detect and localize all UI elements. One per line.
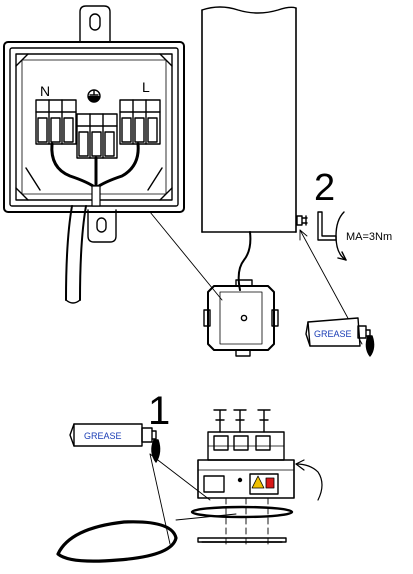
step-1-number: 1 <box>148 389 170 433</box>
leader-line-box <box>149 211 223 301</box>
pole-cable <box>237 231 252 291</box>
insert-arrow <box>295 463 323 501</box>
terminal-label-l: L <box>142 79 150 95</box>
grease-label-2: GREASE <box>314 329 352 339</box>
cable-gland <box>91 185 101 207</box>
terminal-label-n: N <box>40 83 50 99</box>
terminal-block-left <box>35 99 77 145</box>
grease-tube-2 <box>305 317 375 357</box>
rotation-arrow-icon <box>335 211 347 261</box>
earth-symbol <box>87 89 101 103</box>
alignment-lines <box>225 497 269 549</box>
screw-icon <box>296 215 308 226</box>
box-wires <box>50 142 140 190</box>
supply-cable <box>65 205 73 301</box>
torque-label: MA=3Nm <box>346 231 392 243</box>
base-plate <box>197 537 287 543</box>
small-junction-box <box>203 279 279 357</box>
base-unit <box>197 431 295 499</box>
warning-sticker <box>251 475 275 489</box>
grease-tube-1 <box>69 423 161 463</box>
terminal-block-center <box>76 113 118 159</box>
step-2-number: 2 <box>314 167 335 209</box>
seal-ring <box>190 505 294 519</box>
pole <box>201 6 297 233</box>
terminal-block-right <box>119 99 161 145</box>
grease-label-1: GREASE <box>84 431 122 441</box>
top-screws <box>213 409 271 433</box>
hex-key-icon <box>317 211 337 241</box>
o-ring <box>56 520 178 563</box>
